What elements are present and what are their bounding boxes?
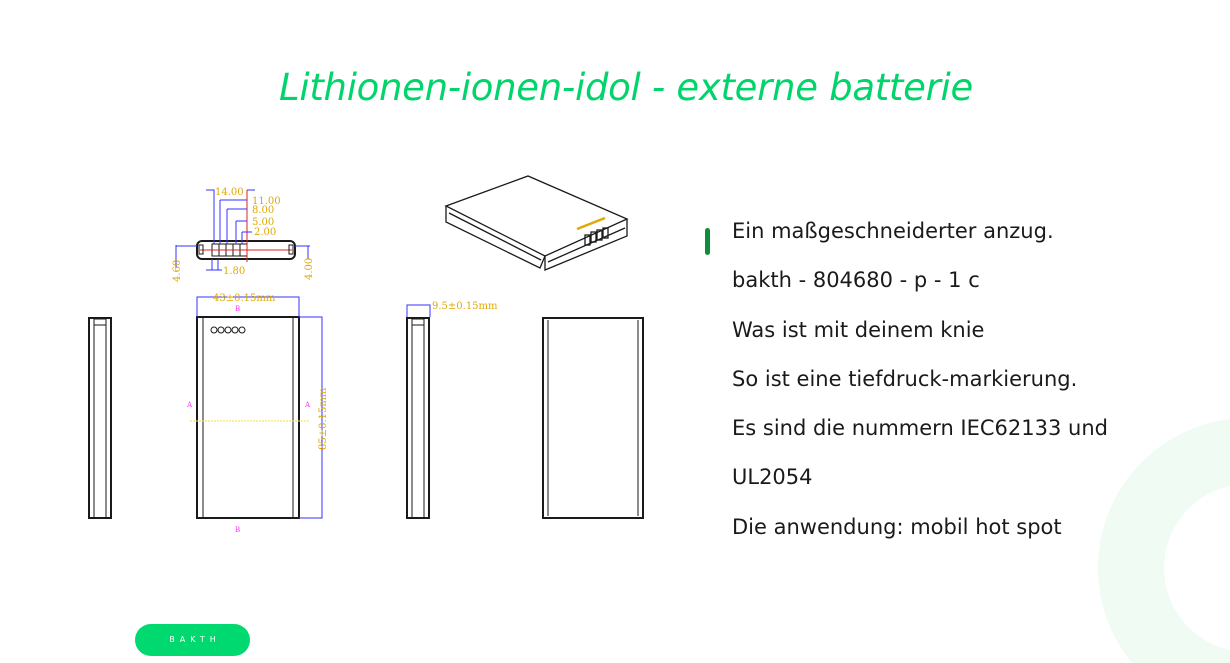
height-dimension: 85±0.15mm xyxy=(318,387,329,450)
decorative-ring xyxy=(1098,419,1230,663)
battery-technical-drawing: 14.00 11.00 8.00 5.00 2.00 1.80 4.60 4.0… xyxy=(88,175,644,534)
width-dimension: 43±0.15mm xyxy=(213,293,276,304)
dim-5: 5.00 xyxy=(252,217,274,228)
feature-item: So ist eine tiefdruck-markierung. xyxy=(732,366,1078,391)
feature-item: Ein maßgeschneiderter anzug. xyxy=(732,219,1054,243)
dim-1-80: 1.80 xyxy=(223,266,245,277)
front-view xyxy=(190,296,323,519)
dim-14: 14.00 xyxy=(215,187,244,198)
accent-bar xyxy=(705,228,710,255)
back-view xyxy=(542,317,644,519)
thickness-dimension: 9.5±0.15mm xyxy=(432,301,498,312)
feature-item: Was ist mit deinem knie xyxy=(732,317,985,342)
dim-11: 11.00 xyxy=(252,196,281,207)
feature-item: Die anwendung: mobil hot spot xyxy=(732,514,1062,539)
dim-4-00: 4.00 xyxy=(304,258,315,280)
feature-list: Ein maßgeschneiderter anzug. bakth - 804… xyxy=(732,216,1108,561)
feature-item: bakth - 804680 - p - 1 c xyxy=(732,268,980,293)
feature-item: Es sind die nummern IEC62133 und xyxy=(732,416,1108,441)
isometric-battery xyxy=(444,175,629,271)
section-b-bottom: B xyxy=(235,526,240,534)
side-view-left xyxy=(88,317,112,519)
section-a-left: A xyxy=(186,401,193,409)
side-view-thickness xyxy=(406,304,431,519)
page-title: Lithionen-ionen-idol - externe batterie xyxy=(279,66,973,109)
dim-2: 2.00 xyxy=(254,227,276,238)
dim-4-60: 4.60 xyxy=(172,260,183,282)
dim-8: 8.00 xyxy=(252,205,274,216)
top-view xyxy=(175,189,310,271)
bakth-button[interactable]: BAKTH xyxy=(135,624,250,656)
feature-item: UL2054 xyxy=(732,465,813,490)
section-b-top: B xyxy=(235,305,240,313)
section-a-right: A xyxy=(304,401,311,409)
